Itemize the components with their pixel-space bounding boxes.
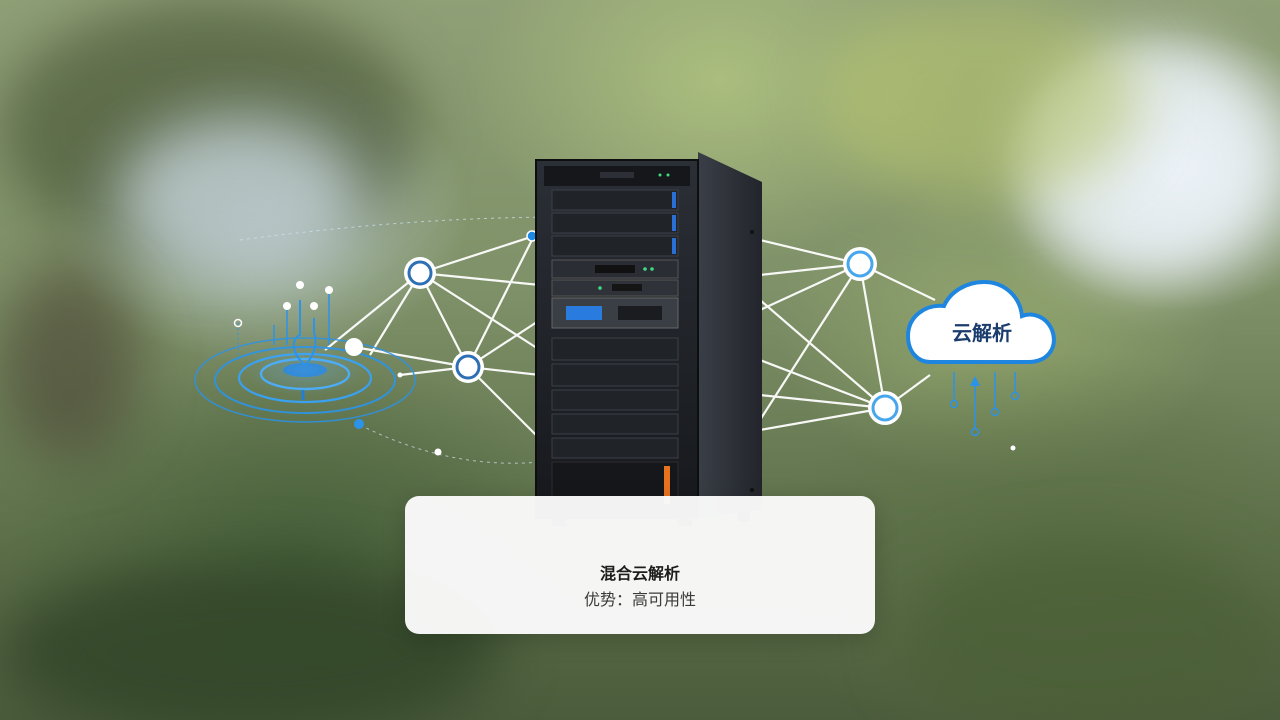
server-rack-icon bbox=[535, 152, 762, 526]
caption-card: 混合云解析 优势：高可用性 bbox=[405, 496, 875, 634]
rack-blue-tabs bbox=[672, 192, 676, 254]
caption-title: 混合云解析 bbox=[599, 564, 680, 583]
caption-subtitle: 优势：高可用性 bbox=[583, 590, 696, 609]
cloud-label: 云解析 bbox=[952, 321, 1012, 345]
bg-bottom-right-foliage bbox=[900, 540, 1280, 720]
orbit-dashed-arc-bottom bbox=[359, 424, 541, 464]
orbit-dashed-arc bbox=[239, 216, 761, 241]
bg-sky-blob-left bbox=[120, 120, 360, 280]
right-network-nodes bbox=[843, 247, 1016, 451]
bg-tree-trunk bbox=[0, 260, 140, 460]
left-network-lines bbox=[324, 234, 541, 436]
left-network-nodes bbox=[345, 230, 538, 456]
cloud-icon: 云解析 bbox=[905, 279, 1056, 437]
bg-leaf-blob bbox=[820, 0, 1140, 200]
rack-drive-bays bbox=[551, 189, 679, 459]
signal-wave-icon bbox=[194, 281, 416, 429]
